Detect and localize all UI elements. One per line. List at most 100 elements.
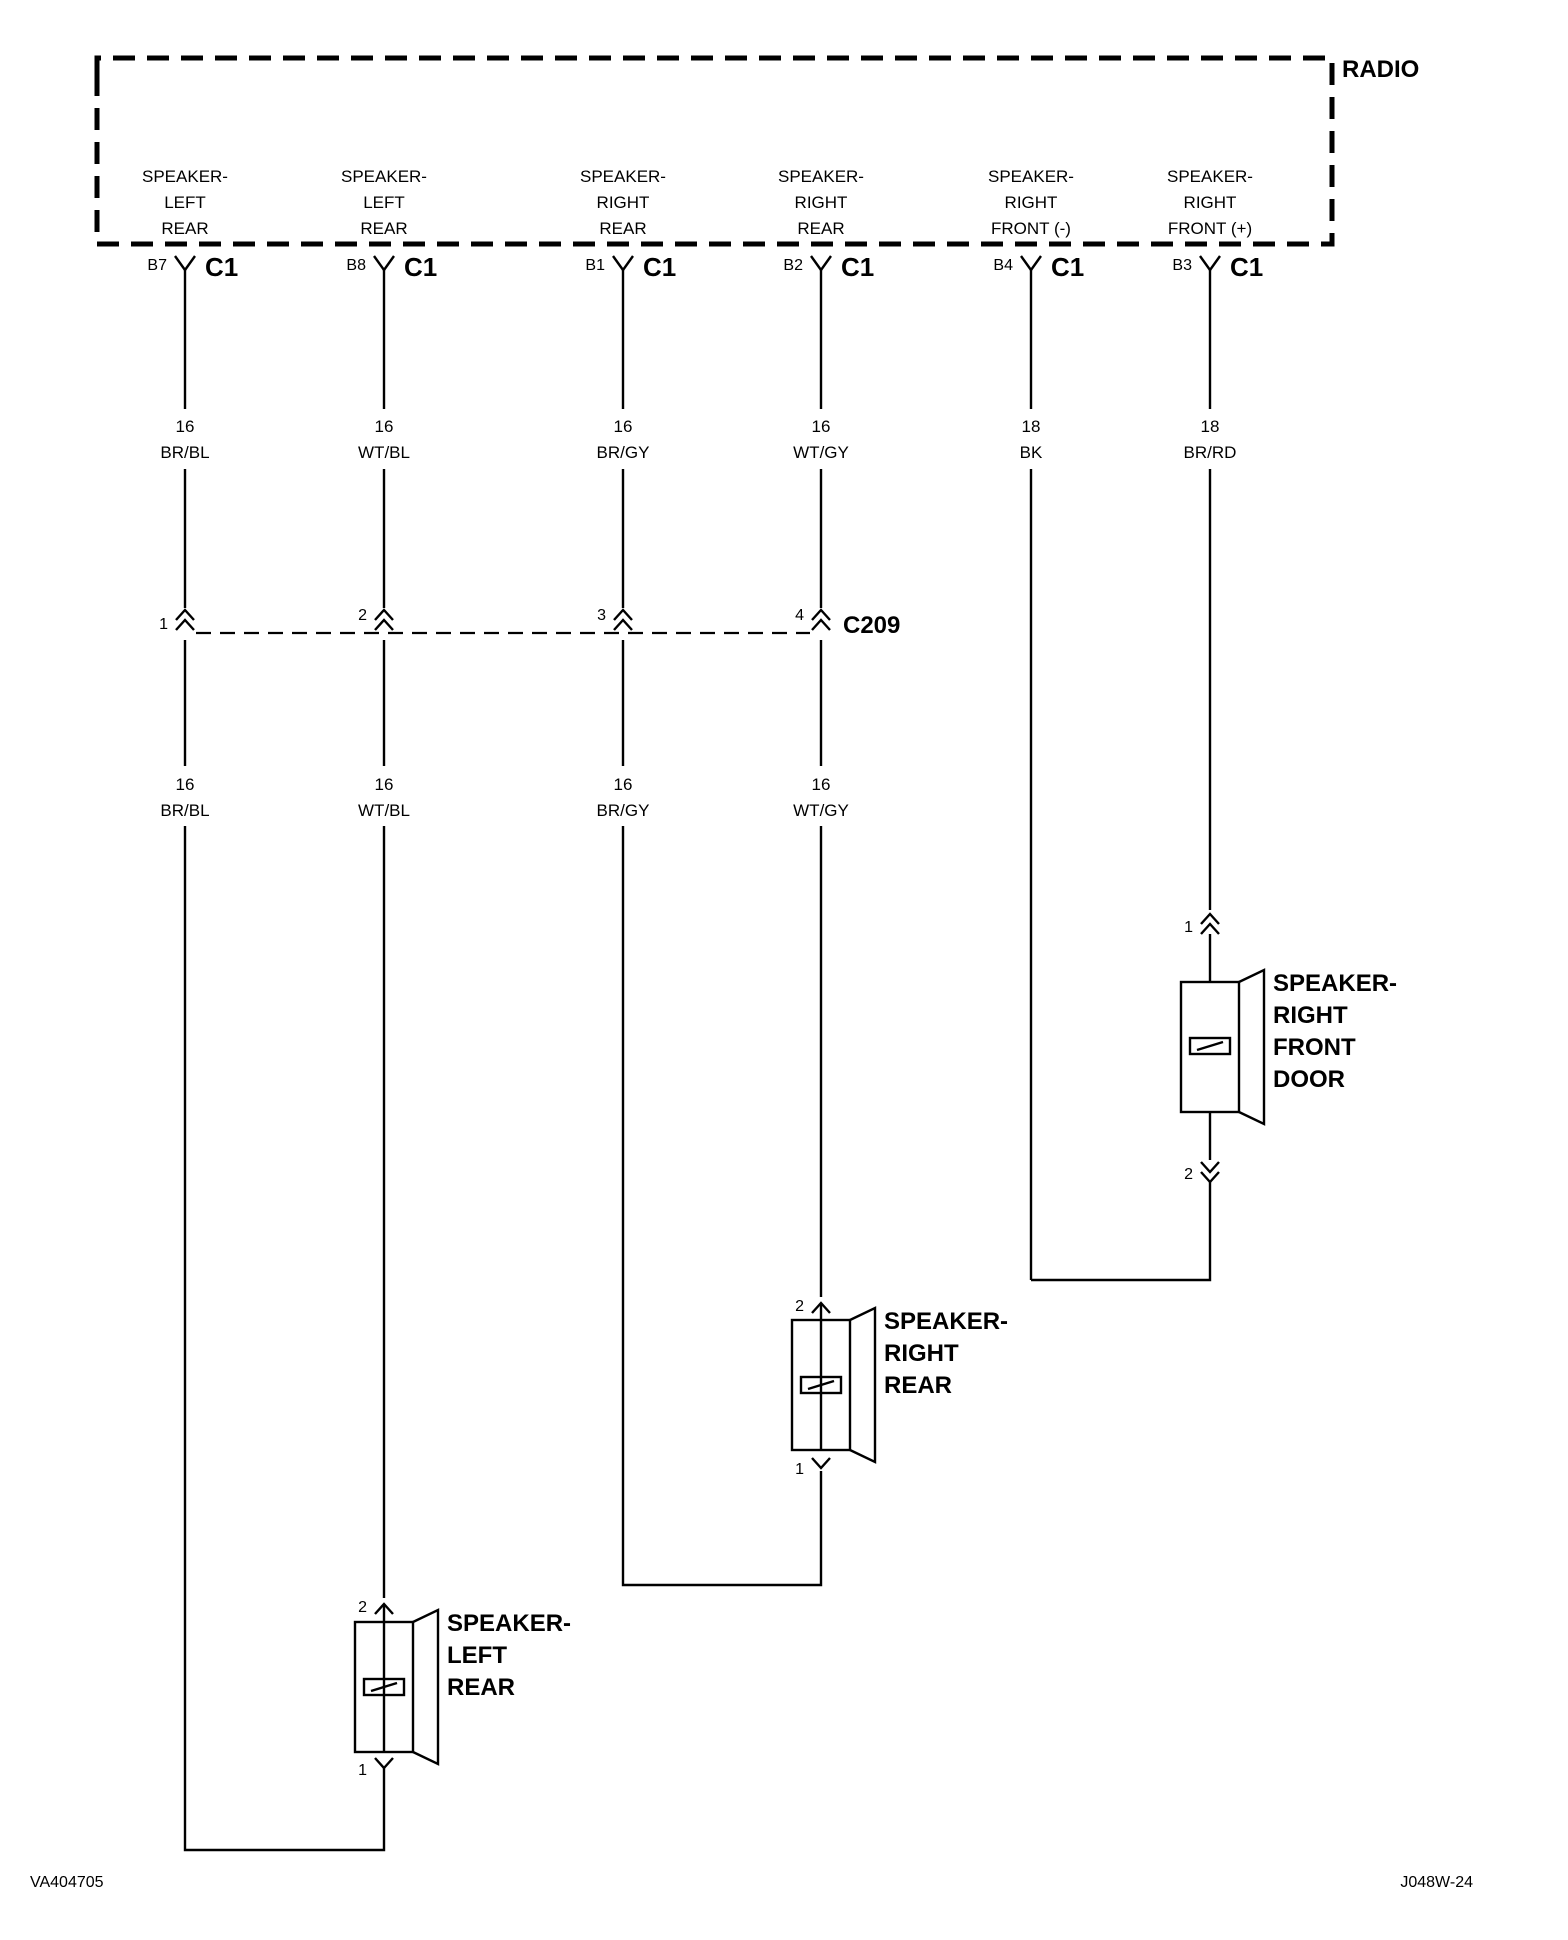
upper-wire-labels: 16 BR/BL 16 WT/BL 16 BR/GY 16 WT/GY 18 B…: [160, 417, 1236, 462]
inline-connector-icon: [1200, 912, 1220, 935]
cavity-label: B4: [993, 257, 1013, 274]
wire-color: BR/BL: [160, 443, 209, 462]
pin-desc-line2: RIGHT: [1005, 193, 1058, 212]
radio-label: RADIO: [1342, 56, 1419, 83]
cavity-label: B8: [346, 257, 366, 274]
speaker-pin-number: 2: [1184, 1166, 1193, 1183]
pin-desc-line3: REAR: [360, 219, 407, 238]
pin-desc-line1: SPEAKER-: [988, 167, 1074, 186]
inline-connector-icon: [374, 608, 394, 631]
connector-label: C1: [404, 252, 437, 282]
speaker-cone: [1238, 968, 1266, 1126]
pin-desc-line2: LEFT: [164, 193, 206, 212]
wire-color: WT/GY: [793, 801, 849, 820]
wire-color: BR/BL: [160, 801, 209, 820]
female-terminal-icon: [810, 255, 832, 273]
speaker-label-line1: SPEAKER-: [884, 1308, 1008, 1335]
speaker-label-line1: SPEAKER-: [447, 1610, 571, 1637]
speaker-right-rear: 2 1 SPEAKER- RIGHT REAR: [790, 1298, 1008, 1478]
female-terminal-icon: [374, 1757, 394, 1770]
female-terminal-icon: [1020, 255, 1042, 273]
c209-label: C209: [843, 612, 900, 639]
connector-label: C1: [205, 252, 238, 282]
lower-wire-labels: 16 BR/BL 16 WT/BL 16 BR/GY 16 WT/GY: [160, 775, 848, 820]
speaker-pin-number: 1: [795, 1461, 804, 1478]
speaker-label-line3: REAR: [884, 1372, 952, 1399]
pin-desc-line1: SPEAKER-: [142, 167, 228, 186]
speaker-label-line2: LEFT: [447, 1642, 507, 1669]
connector-label: C1: [643, 252, 676, 282]
wire-gauge: 16: [176, 417, 195, 436]
radio-module: RADIO: [94, 55, 1419, 247]
speaker-label-line2: RIGHT: [884, 1340, 959, 1367]
inline-connector-icon: [811, 608, 831, 631]
connector-label: C1: [1230, 252, 1263, 282]
inline-connector-icon: [1200, 1161, 1220, 1184]
cavity-label: B7: [147, 257, 167, 274]
radio-pin-b3: SPEAKER- RIGHT FRONT (+) B3 C1: [1167, 167, 1263, 282]
cavity-label: B3: [1172, 257, 1192, 274]
pin-desc-line3: REAR: [797, 219, 844, 238]
speaker-coil-icon: [799, 1375, 843, 1395]
pin-desc-line2: RIGHT: [795, 193, 848, 212]
wire-gauge: 16: [614, 417, 633, 436]
speaker-label-line2: RIGHT: [1273, 1002, 1348, 1029]
pin-desc-line2: RIGHT: [1184, 193, 1237, 212]
inline-connector-icon: [175, 608, 195, 631]
radio-pin-b2: SPEAKER- RIGHT REAR B2 C1: [778, 167, 874, 282]
speaker-coil-icon: [362, 1677, 406, 1697]
speaker-body: [353, 1620, 415, 1754]
speaker-cone: [412, 1608, 440, 1766]
wire-gauge: 18: [1201, 417, 1220, 436]
figure-code-left: VA404705: [30, 1874, 104, 1891]
wire-gauge: 16: [375, 775, 394, 794]
lower-wires: [183, 640, 1212, 1852]
wire-gauge: 16: [812, 417, 831, 436]
c209-connector: 1 2 3 4 C209: [159, 607, 900, 639]
speaker-label-line3: FRONT: [1273, 1034, 1356, 1061]
wire-gauge: 16: [614, 775, 633, 794]
speaker-pin-number: 1: [358, 1762, 367, 1779]
female-terminal-icon: [612, 255, 634, 273]
pin-desc-line2: LEFT: [363, 193, 405, 212]
wire: [1031, 1190, 1212, 1282]
pin-desc-line3: REAR: [599, 219, 646, 238]
wire-color: BK: [1020, 443, 1043, 462]
wire-color: WT/BL: [358, 443, 410, 462]
speaker-coil-icon: [1188, 1036, 1232, 1056]
pin-desc-line1: SPEAKER-: [341, 167, 427, 186]
wire-gauge: 16: [812, 775, 831, 794]
figure-code-right: J048W-24: [1400, 1874, 1473, 1891]
speaker-left-rear: 2 1 SPEAKER- LEFT REAR: [353, 1599, 571, 1779]
wire: [183, 640, 386, 1852]
speaker-pin-number: 2: [358, 1599, 367, 1616]
wire-color: WT/GY: [793, 443, 849, 462]
female-terminal-icon: [811, 1457, 831, 1470]
speaker-coil-mark: [807, 1379, 835, 1391]
connector-pin-number: 3: [597, 607, 606, 624]
connector-label: C1: [841, 252, 874, 282]
female-terminal-icon: [373, 255, 395, 273]
pin-desc-line3: REAR: [161, 219, 208, 238]
connector-pin-number: 4: [795, 607, 804, 624]
speaker-label-line1: SPEAKER-: [1273, 970, 1397, 997]
speaker-cone: [849, 1306, 877, 1464]
connector-pin-number: 1: [159, 616, 168, 633]
speaker-pin-number: 1: [1184, 919, 1193, 936]
speaker-label-line4: DOOR: [1273, 1066, 1345, 1093]
speaker-pin-number: 2: [795, 1298, 804, 1315]
wire-color: BR/GY: [597, 443, 650, 462]
radio-pin-b8: SPEAKER- LEFT REAR B8 C1: [341, 167, 437, 282]
radio-pin-b7: SPEAKER- LEFT REAR B7 C1: [142, 167, 238, 282]
pin-desc-line1: SPEAKER-: [778, 167, 864, 186]
pin-desc-line3: FRONT (+): [1168, 219, 1252, 238]
upper-wires: [183, 270, 1212, 1280]
connector-label: C1: [1051, 252, 1084, 282]
wire: [621, 640, 823, 1587]
pin-desc-line1: SPEAKER-: [1167, 167, 1253, 186]
wire-color: BR/RD: [1184, 443, 1237, 462]
inline-connector-icon: [613, 608, 633, 631]
cavity-label: B1: [585, 257, 605, 274]
wire-gauge: 18: [1022, 417, 1041, 436]
